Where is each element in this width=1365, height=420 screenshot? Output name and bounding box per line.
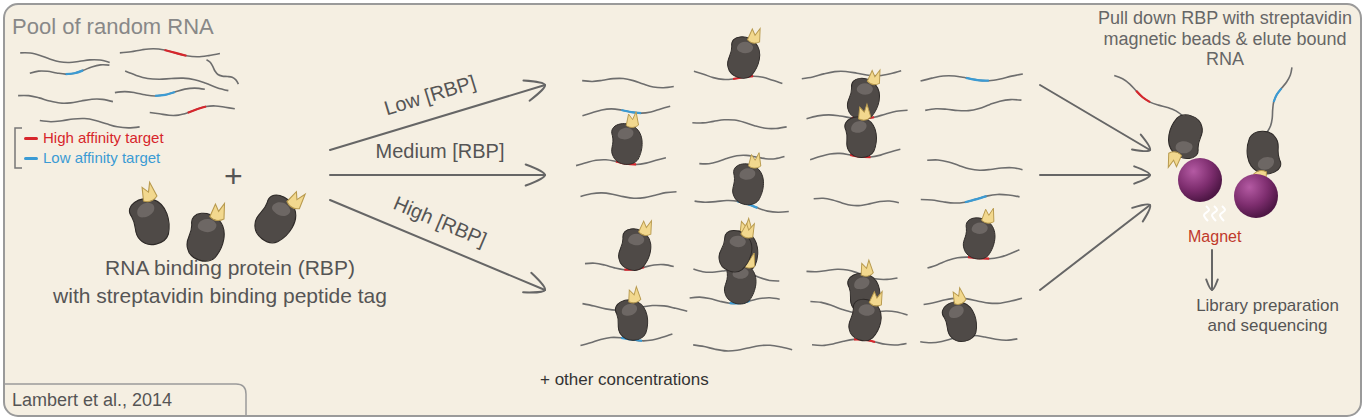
- magnet-field: [1220, 206, 1225, 221]
- legend-swatch: [24, 157, 38, 160]
- component-label: Magnet: [1188, 228, 1241, 246]
- pull-down: [1114, 67, 1292, 221]
- binding-reaction: [582, 24, 1023, 129]
- step-label: Pull down RBP with streptavidin magnetic…: [1095, 8, 1355, 70]
- rna-target: [621, 110, 641, 113]
- rna-target: [966, 78, 989, 81]
- step-label: Library preparation and sequencing: [1185, 296, 1350, 335]
- rna-target: [1274, 88, 1282, 102]
- magnetic-bead: [1234, 174, 1278, 218]
- rna-strand: [150, 106, 235, 116]
- rna-strand: [814, 198, 899, 205]
- legend-entry: High affinity target: [24, 130, 164, 147]
- rbp-protein: [249, 179, 310, 249]
- rna-strand: [1114, 75, 1183, 116]
- rna-strand: [120, 49, 220, 57]
- rbp-protein: [611, 286, 652, 343]
- binding-reaction: [580, 205, 1022, 351]
- rna-strand: [699, 155, 784, 164]
- legend-swatch: [24, 137, 38, 140]
- rna-strand: [580, 192, 676, 199]
- plus-sign: +: [224, 158, 243, 195]
- rna-strand: [925, 100, 1021, 111]
- frame: [4, 4, 1361, 416]
- rbp-protein: [732, 152, 763, 204]
- rna-target: [188, 106, 206, 112]
- rna-pool: [18, 49, 238, 128]
- rna-target: [165, 50, 187, 56]
- rna-target: [965, 196, 987, 202]
- rna-target: [1136, 91, 1150, 102]
- rbp-protein: [962, 205, 998, 260]
- binding-reaction: [576, 103, 1022, 212]
- rna-target: [155, 92, 175, 96]
- rna-strand: [125, 71, 228, 91]
- arrow: [1040, 85, 1150, 151]
- rbp-protein: [121, 180, 175, 249]
- rbp-protein: [935, 286, 982, 346]
- artwork: [18, 24, 1292, 351]
- arrow: [1040, 204, 1150, 290]
- note: + other concentrations: [540, 370, 709, 390]
- rbp-protein: [841, 103, 879, 159]
- rna-strand: [20, 53, 109, 63]
- arrow: [330, 164, 545, 185]
- rna-strand: [582, 106, 670, 116]
- rna-strand: [18, 95, 113, 103]
- panel-heading: Pool of random RNA: [12, 14, 214, 39]
- rna-strand: [924, 298, 1022, 304]
- rna-strand: [921, 194, 1020, 203]
- magnetic-bead: [1178, 158, 1222, 202]
- legend-bracket: [15, 128, 22, 168]
- condition-label: Medium [RBP]: [360, 140, 520, 163]
- magnet-field: [1212, 206, 1217, 221]
- rbp-protein: [716, 217, 759, 275]
- rbp-protein: [616, 216, 656, 273]
- citation: Lambert et al., 2014: [12, 390, 172, 411]
- rna-strand: [802, 71, 901, 79]
- legend-text: Low affinity target: [43, 150, 160, 167]
- rna-target: [66, 70, 83, 74]
- rna-strand: [1267, 67, 1292, 132]
- rna-strand: [692, 120, 786, 129]
- arrow: [1040, 166, 1150, 183]
- rna-strand: [30, 65, 110, 74]
- component-label: with streptavidin binding peptide tag: [20, 284, 420, 308]
- rna-strand: [693, 345, 792, 351]
- rbp-protein: [725, 24, 765, 81]
- rbp-protein: [845, 65, 885, 122]
- arrow: [1206, 250, 1218, 290]
- legend-entry: Low affinity target: [24, 150, 160, 167]
- magnet-field: [1204, 206, 1209, 221]
- rna-strand: [921, 74, 1023, 81]
- legend-text: High affinity target: [43, 130, 164, 147]
- citation-box: [4, 384, 246, 416]
- rna-strand: [927, 160, 1022, 170]
- rna-strand: [582, 78, 674, 87]
- rna-strand: [115, 88, 205, 96]
- rna-strand: [207, 60, 239, 84]
- component-label: RNA binding protein (RBP): [100, 256, 360, 280]
- rbp-protein: [846, 286, 887, 343]
- rbp-protein: [610, 112, 643, 165]
- rna-strand: [40, 118, 140, 127]
- rbp-protein: [184, 198, 230, 264]
